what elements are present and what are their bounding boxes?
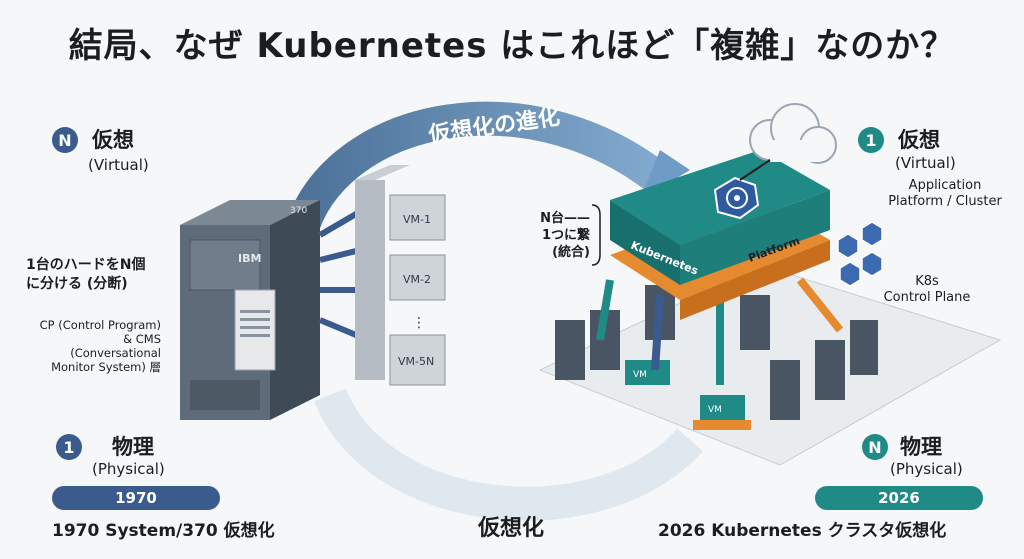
right-top-badge: 1 [858, 127, 884, 153]
platform-front [610, 200, 680, 285]
integration-line1: N台—— [540, 211, 590, 226]
right-top-sub: (Virtual) [895, 154, 956, 172]
left-desc-line2: に分ける (分断) [26, 276, 128, 292]
vm-chip-a [625, 360, 670, 385]
mainframe-model: 370 [290, 206, 307, 216]
integration-bracket [591, 204, 601, 266]
left-cp-line4: Monitor System) 層 [51, 360, 161, 374]
kubernetes-logo-icon [713, 176, 760, 220]
right-app-desc: Application Platform / Cluster [870, 178, 1020, 210]
vm-chip-b-base [693, 420, 751, 430]
left-cp-line2: & CMS [123, 332, 161, 346]
left-top-badge: N [52, 127, 78, 153]
vm-chip-a-label: VM [633, 370, 647, 380]
vm-1-label: VM-1 [403, 213, 431, 226]
platform-side [680, 190, 830, 285]
control-plane-icons [837, 221, 883, 287]
integration-line3: (統合) [552, 245, 590, 260]
left-caption: 1970 System/370 仮想化 [52, 521, 275, 541]
right-k8s-line1: K8s [915, 274, 939, 289]
vm-chip-b [700, 395, 745, 420]
integration-note: N台—— 1つに繋 (統合) [530, 210, 590, 261]
page-title: 結局、なぜ Kubernetes はこれほど「複雑」なのか？ [68, 26, 956, 66]
left-cp-line1: CP (Control Program) [39, 318, 161, 332]
left-bottom-heading: 物理 [112, 435, 154, 459]
right-app-line1: Application [908, 178, 982, 193]
integration-line2: 1つに繋 [541, 228, 590, 243]
evolution-arc-top [283, 101, 671, 240]
left-top-sub: (Virtual) [88, 156, 149, 174]
right-bottom-sub: (Physical) [890, 460, 963, 478]
right-bottom-heading: 物理 [900, 435, 942, 459]
left-year-bar: 1970 [52, 486, 220, 510]
right-app-line2: Platform / Cluster [888, 194, 1002, 209]
arc-bottom-label: 仮想化 [478, 516, 545, 541]
vm-2-label: VM-2 [403, 273, 431, 286]
vm-5n-label: VM-5N [398, 355, 434, 368]
cloud-connector [739, 159, 771, 181]
right-k8s-line2: Control Plane [883, 290, 971, 305]
left-bottom-sub: (Physical) [92, 460, 165, 478]
evolution-arc-bottom [314, 388, 703, 521]
vm-stack [355, 165, 446, 386]
right-k8s-desc: K8s Control Plane [872, 274, 982, 306]
left-desc: 1台のハードをN個 に分ける (分断) [26, 256, 145, 294]
right-top-heading: 仮想 [898, 128, 940, 152]
mainframe-illustration [180, 200, 320, 420]
platform-orange-side [680, 240, 830, 320]
left-desc-line1: 1台のハードをN個 [26, 257, 146, 273]
right-year-bar: 2026 [815, 486, 983, 510]
right-caption: 2026 Kubernetes クラスタ仮想化 [658, 521, 947, 541]
vm-dots: ⋮ [412, 315, 426, 331]
mainframe-brand: IBM [238, 252, 261, 265]
left-top-heading: 仮想 [92, 128, 134, 152]
vm-chip-b-label: VM [708, 405, 722, 415]
left-bottom-badge: 1 [56, 434, 82, 460]
server-to-platform-arrows [596, 277, 844, 385]
left-cp-desc: CP (Control Program) & CMS (Conversation… [26, 318, 161, 374]
right-bottom-badge: N [862, 434, 888, 460]
left-cp-line3: (Conversational [70, 346, 161, 360]
cloud-icon [749, 103, 837, 164]
